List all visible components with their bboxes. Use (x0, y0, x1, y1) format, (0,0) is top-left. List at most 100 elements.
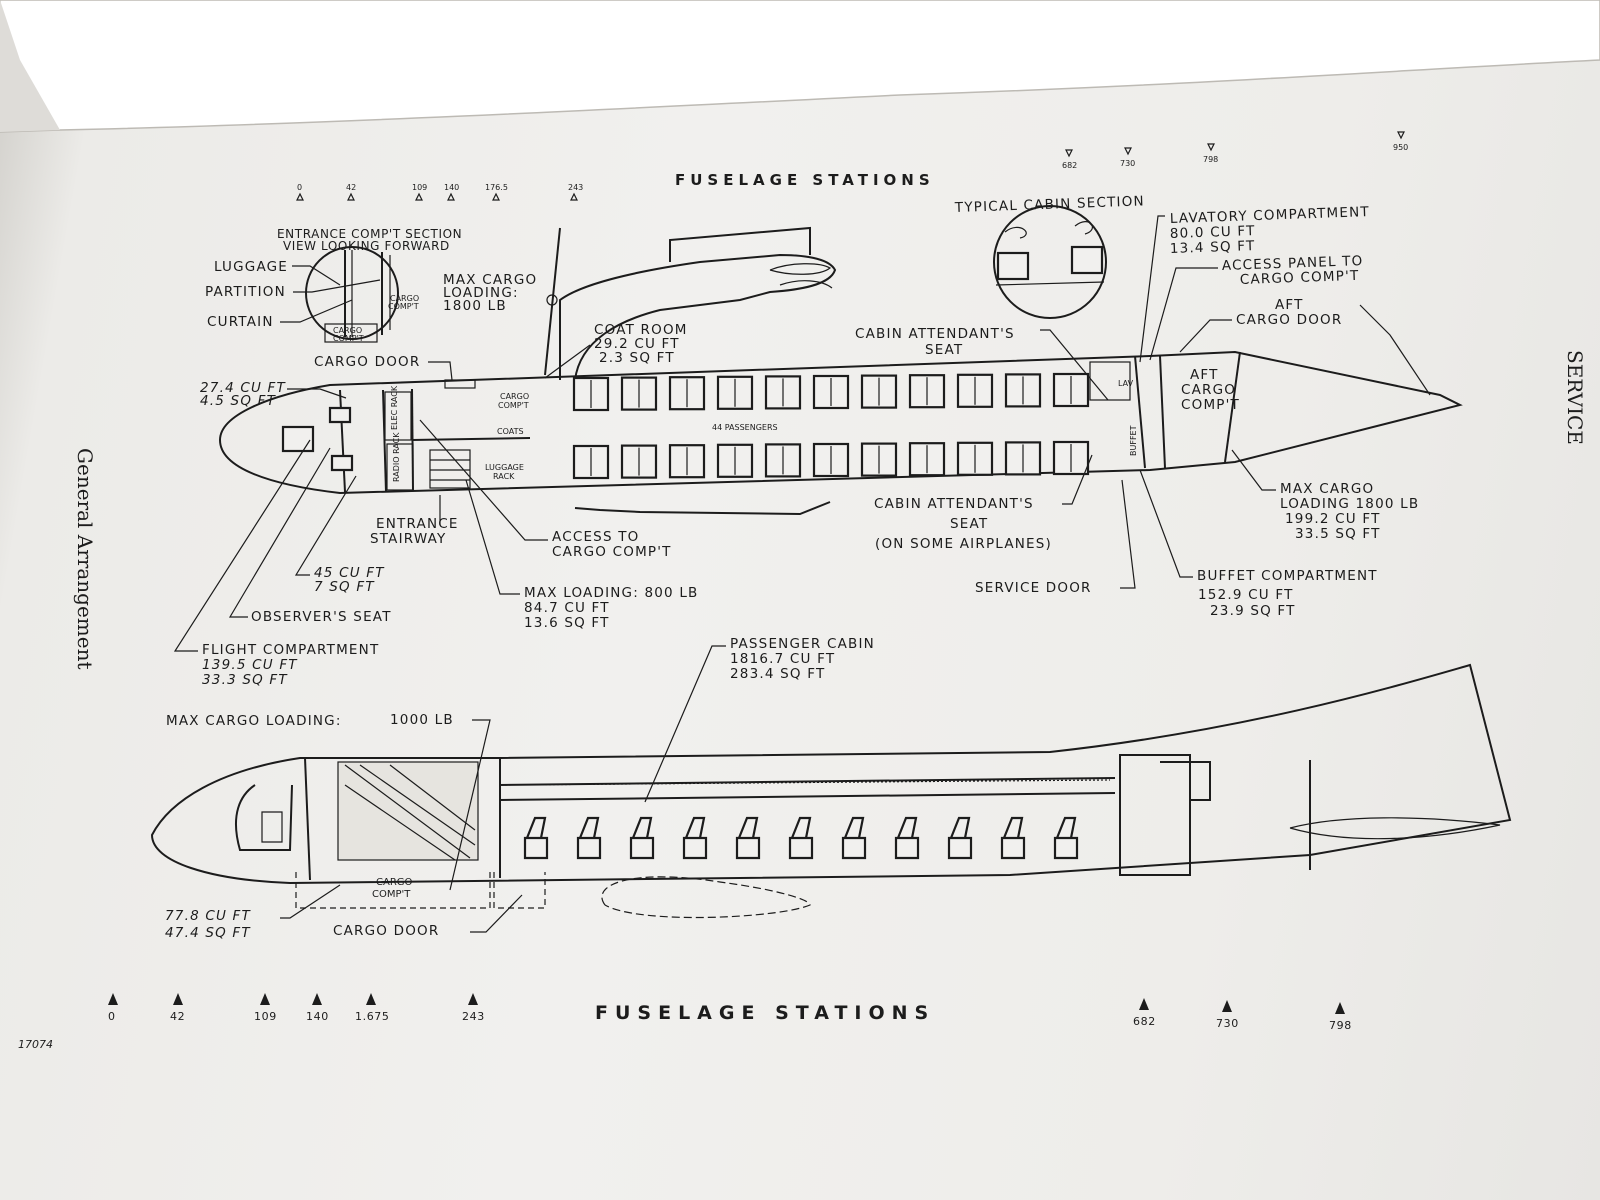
stations-heading-top: FUSELAGE STATIONS (675, 171, 935, 189)
svg-text:COMP'T: COMP'T (388, 302, 419, 311)
svg-text:44 PASSENGERS: 44 PASSENGERS (712, 423, 778, 432)
svg-text:139.5 CU FT: 139.5 CU FT (202, 657, 298, 673)
typical-cabin-section: TYPICAL CABIN SECTION (954, 193, 1146, 319)
svg-text:77.8 CU FT: 77.8 CU FT (165, 908, 252, 924)
fuselage-plan-view: ELEC RACK RADIO RACK CARGO COMP'T COATS … (218, 350, 1463, 495)
luggage-label: LUGGAGE (214, 259, 288, 275)
svg-text:CARGO DOOR: CARGO DOOR (1236, 312, 1342, 328)
station-mark: 798 (1203, 143, 1218, 164)
svg-text:ACCESS PANEL TO: ACCESS PANEL TO (1222, 253, 1364, 274)
svg-text:LAVATORY COMPARTMENT: LAVATORY COMPARTMENT (1170, 204, 1371, 227)
svg-text:1800 LB: 1800 LB (443, 298, 507, 314)
svg-text:CARGO: CARGO (376, 877, 413, 888)
svg-text:42: 42 (346, 183, 356, 192)
svg-text:LUGGAGE: LUGGAGE (485, 463, 524, 472)
station-mark: 243 (462, 993, 485, 1023)
svg-text:730: 730 (1120, 159, 1135, 168)
svg-text:682: 682 (1133, 1015, 1156, 1028)
svg-text:798: 798 (1329, 1019, 1352, 1032)
station-mark: 730 (1216, 1000, 1239, 1030)
svg-text:84.7 CU FT: 84.7 CU FT (524, 600, 610, 616)
svg-text:AFT: AFT (1275, 297, 1304, 313)
profile-seat (523, 816, 549, 860)
svg-text:BUFFET: BUFFET (1129, 425, 1138, 456)
fuselage-profile-view: CARGO COMP'T (150, 663, 1512, 919)
profile-callouts: PASSENGER CABIN 1816.7 CU FT 283.4 SQ FT… (165, 636, 875, 941)
svg-text:0: 0 (297, 183, 302, 192)
svg-text:CABIN ATTENDANT'S: CABIN ATTENDANT'S (855, 326, 1015, 342)
svg-text:COMP'T: COMP'T (498, 401, 529, 410)
svg-text:243: 243 (462, 1010, 485, 1023)
plan-callouts: COAT ROOM 29.2 CU FT 2.3 SQ FT CABIN ATT… (173, 204, 1431, 688)
svg-text:TYPICAL CABIN SECTION: TYPICAL CABIN SECTION (954, 193, 1146, 216)
svg-text:LOADING 1800 LB: LOADING 1800 LB (1280, 496, 1419, 512)
plan-seat-rows (572, 372, 1090, 480)
svg-text:AFT: AFT (1190, 367, 1219, 383)
svg-text:BUFFET COMPARTMENT: BUFFET COMPARTMENT (1197, 568, 1378, 584)
svg-text:SERVICE DOOR: SERVICE DOOR (975, 580, 1092, 596)
svg-text:682: 682 (1062, 161, 1077, 170)
profile-seat (894, 816, 920, 860)
svg-text:RACK: RACK (493, 472, 515, 481)
svg-text:ELEC RACK: ELEC RACK (390, 385, 399, 430)
station-mark: 140 (306, 993, 329, 1023)
svg-text:RADIO RACK: RADIO RACK (392, 432, 401, 482)
svg-text:27.4 CU FT: 27.4 CU FT (200, 380, 287, 396)
svg-text:CARGO COMP'T: CARGO COMP'T (552, 544, 672, 560)
svg-text:730: 730 (1216, 1017, 1239, 1030)
figure-number: 17074 (18, 1038, 53, 1051)
station-markers-top: FUSELAGE STATIONS 0 42 109 140 176.5 243… (296, 131, 1408, 201)
svg-text:ACCESS TO: ACCESS TO (552, 529, 639, 545)
profile-seat (841, 816, 867, 860)
svg-text:MAX CARGO: MAX CARGO (443, 272, 537, 288)
profile-seat (576, 816, 602, 860)
svg-text:33.5 SQ FT: 33.5 SQ FT (1295, 526, 1381, 542)
station-mark: 42 (170, 993, 185, 1023)
svg-text:FLIGHT COMPARTMENT: FLIGHT COMPARTMENT (202, 642, 379, 658)
svg-text:VIEW LOOKING FORWARD: VIEW LOOKING FORWARD (283, 239, 450, 253)
stations-heading-bottom: FUSELAGE STATIONS (595, 1002, 935, 1024)
svg-text:33.3 SQ FT: 33.3 SQ FT (202, 672, 288, 688)
partition-label: PARTITION (205, 284, 286, 300)
svg-text:MAX LOADING: 800 LB: MAX LOADING: 800 LB (524, 585, 699, 601)
station-mark: 0 (296, 183, 304, 201)
wing-and-nacelle (544, 226, 837, 516)
svg-text:950: 950 (1393, 143, 1408, 152)
side-title: General Arrangement (73, 448, 97, 670)
profile-seat-row (523, 816, 1079, 860)
svg-text:MAX CARGO: MAX CARGO (1280, 481, 1374, 497)
station-mark: 243 (568, 183, 583, 201)
svg-text:OBSERVER'S SEAT: OBSERVER'S SEAT (251, 609, 392, 625)
profile-seat (629, 816, 655, 860)
entrance-section-view: ENTRANCE COMP'T SECTION VIEW LOOKING FOR… (205, 227, 537, 343)
profile-seat (1053, 816, 1079, 860)
svg-text:PASSENGER CABIN: PASSENGER CABIN (730, 636, 875, 652)
svg-text:STAIRWAY: STAIRWAY (370, 531, 446, 547)
svg-text:SEAT: SEAT (950, 516, 988, 532)
svg-text:LOADING:: LOADING: (443, 285, 519, 301)
svg-text:COAT ROOM: COAT ROOM (594, 322, 688, 338)
svg-text:199.2 CU FT: 199.2 CU FT (1285, 511, 1381, 527)
svg-text:COMP'T: COMP'T (372, 889, 411, 900)
svg-text:CARGO: CARGO (333, 326, 362, 335)
right-edge-text: SERVICE (1563, 350, 1587, 445)
profile-seat (1000, 816, 1026, 860)
station-mark: 42 (346, 183, 356, 201)
station-mark: 109 (412, 183, 427, 201)
svg-text:CARGO: CARGO (390, 294, 419, 303)
svg-text:140: 140 (306, 1010, 329, 1023)
svg-text:ENTRANCE COMP'T SECTION: ENTRANCE COMP'T SECTION (277, 227, 462, 241)
profile-seat (788, 816, 814, 860)
facing-page-edge (0, 0, 1600, 133)
svg-text:CARGO: CARGO (500, 392, 529, 401)
station-mark: 1.675 (355, 993, 389, 1023)
svg-text:798: 798 (1203, 155, 1218, 164)
svg-text:CARGO: CARGO (1181, 382, 1236, 398)
station-mark: 0 (108, 993, 118, 1023)
svg-text:1000 LB: 1000 LB (390, 712, 454, 728)
svg-text:CARGO DOOR: CARGO DOOR (333, 923, 439, 939)
station-mark: 682 (1133, 998, 1156, 1028)
station-markers-bottom: FUSELAGE STATIONS 0 42 109 140 1.675 243… (108, 993, 1352, 1032)
profile-seat (735, 816, 761, 860)
